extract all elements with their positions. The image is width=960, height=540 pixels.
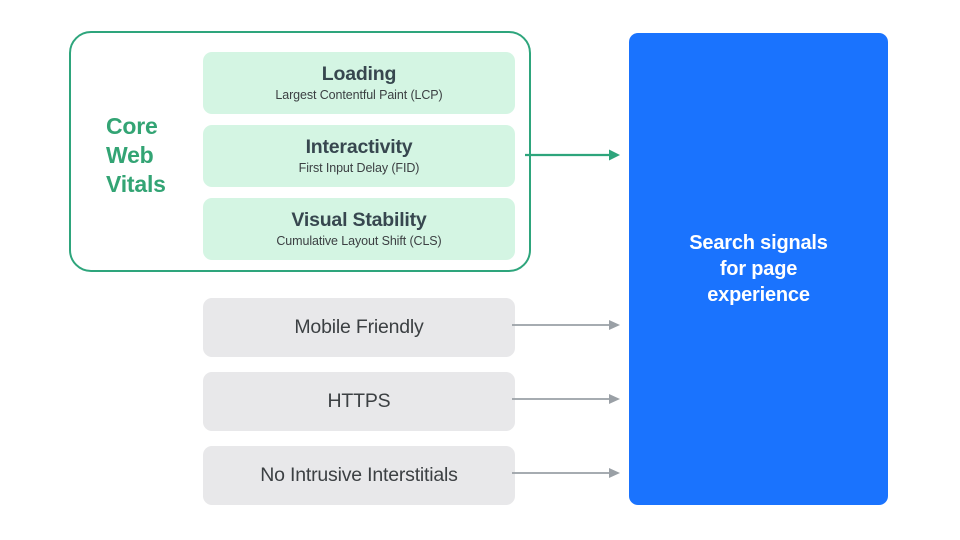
arrow-no-intrusive-interstitials-to-outcome: [512, 468, 620, 478]
signal-label: Mobile Friendly: [294, 316, 424, 338]
arrow-core-web-vitals-to-outcome: [525, 149, 620, 161]
signal-label: No Intrusive Interstitials: [260, 464, 458, 486]
signal-card-https[interactable]: HTTPS: [203, 372, 515, 431]
metric-subtitle: Cumulative Layout Shift (CLS): [276, 234, 442, 248]
metric-title: Visual Stability: [291, 209, 427, 231]
core-web-vitals-label-line-2: Web: [106, 142, 154, 168]
outcome-panel-text: Search signals for page experience: [689, 232, 828, 306]
metric-card-visual-stability[interactable]: Visual Stability Cumulative Layout Shift…: [203, 198, 515, 260]
arrow-https-to-outcome: [512, 394, 620, 404]
metric-title: Interactivity: [305, 136, 413, 158]
core-web-vitals-label-line-1: Core: [106, 113, 158, 139]
metric-card-loading[interactable]: Loading Largest Contentful Paint (LCP): [203, 52, 515, 114]
signal-card-mobile-friendly[interactable]: Mobile Friendly: [203, 298, 515, 357]
core-web-vitals-label: Core Web Vitals: [106, 112, 196, 199]
metric-title: Loading: [321, 63, 397, 85]
metric-subtitle: First Input Delay (FID): [298, 161, 420, 175]
signal-card-no-intrusive-interstitials[interactable]: No Intrusive Interstitials: [203, 446, 515, 505]
arrow-mobile-friendly-to-outcome: [512, 320, 620, 330]
outcome-panel-search-signals[interactable]: Search signals for page experience: [629, 33, 888, 505]
core-web-vitals-label-line-3: Vitals: [106, 171, 166, 197]
core-web-vitals-group: [69, 31, 531, 272]
metric-subtitle: Largest Contentful Paint (LCP): [275, 88, 443, 102]
metric-card-interactivity[interactable]: Interactivity First Input Delay (FID): [203, 125, 515, 187]
signal-label: HTTPS: [327, 390, 391, 412]
